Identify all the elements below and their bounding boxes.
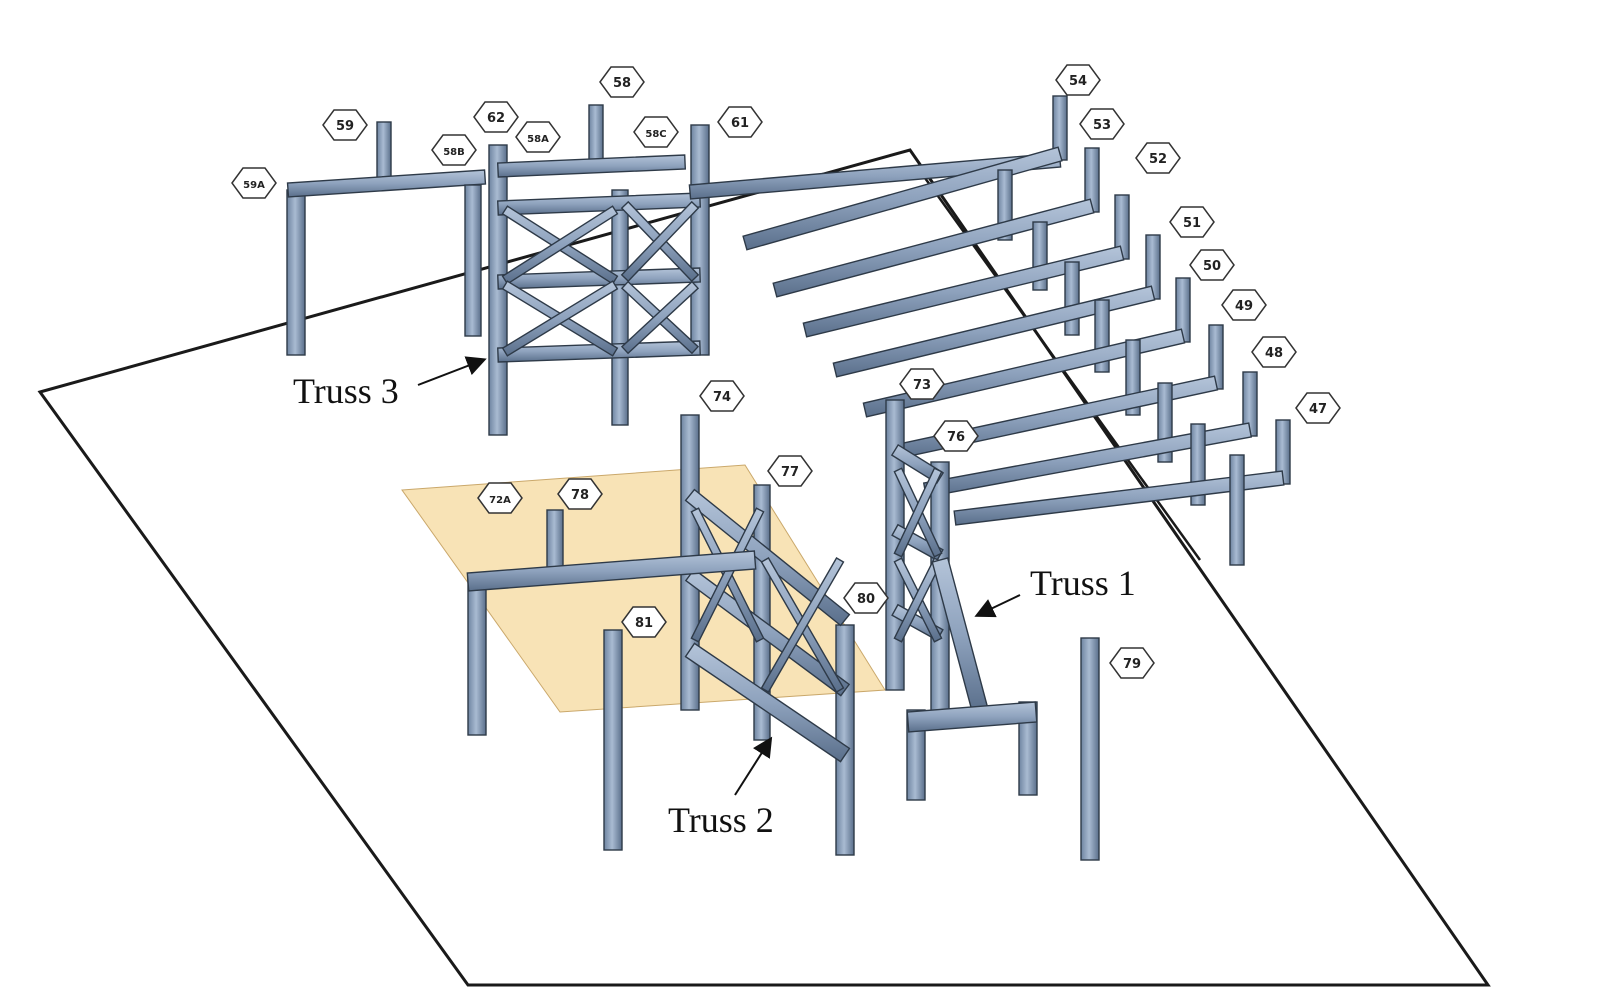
bench-top [906,701,1038,733]
cantilever-hanger-2 [1064,261,1080,336]
node-label-80: 80 [843,582,889,614]
truss-1-callout: Truss 1 [1030,563,1136,603]
node-label-text: 58A [527,134,549,145]
node-label-49: 49 [1221,289,1267,321]
column-58b-support [464,184,482,337]
cantilever-arm-2 [802,245,1125,338]
brace-truss-3 [620,200,700,283]
beam-truss-1 [890,443,945,485]
node-label-text: 74 [713,390,731,405]
column-61 [690,124,710,356]
beam-truss-3-upper [496,192,702,216]
cantilever-arm-3 [832,285,1156,378]
node-label-53: 53 [1079,108,1125,140]
brace-truss-3 [620,280,700,355]
node-label-58a: 58A [515,121,561,153]
brace-truss-1 [893,467,943,558]
node-label-text: 77 [781,465,799,480]
node-label-text: 58C [645,129,666,140]
node-label-52: 52 [1135,142,1181,174]
node-label-62: 62 [473,101,519,133]
node-label-text: 51 [1183,216,1201,231]
node-label-47: 47 [1295,392,1341,424]
cantilever-arm-4 [862,328,1186,418]
brace-truss-2 [760,557,845,693]
bench-leg-left [906,709,926,801]
column-81 [603,629,623,851]
node-label-text: 81 [635,616,653,631]
node-label-78: 78 [557,478,603,510]
node-label-text: 62 [487,111,505,126]
cantilever-arm-1 [772,198,1095,298]
brace-truss-1 [893,557,943,643]
node-label-text: 49 [1235,299,1253,314]
node-label-text: 58 [613,76,631,91]
cantilever-arm-7 [953,470,1285,526]
brace-truss-3 [501,205,619,285]
steel-members [286,95,1291,861]
column-frame-left [467,574,487,736]
node-label-text: 80 [857,592,875,607]
node-label-74: 74 [699,380,745,412]
cantilever-hanger-7 [1229,454,1245,566]
node-label-text: 58B [443,147,465,158]
column-79 [1080,637,1100,861]
node-label-text: 79 [1123,657,1141,672]
node-label-text: 53 [1093,118,1111,133]
truss-2-arrow [734,736,773,796]
truss-2-callout: Truss 2 [668,800,774,840]
node-label-text: 76 [947,430,965,445]
node-label-58b: 58B [431,134,477,166]
node-label-text: 54 [1069,74,1087,89]
node-label-79: 79 [1109,647,1155,679]
truss-3-arrow [417,356,487,386]
column-truss-3-mid [611,189,629,426]
node-label-81: 81 [621,606,667,638]
node-label-54: 54 [1055,64,1101,96]
node-label-text: 48 [1265,346,1283,361]
beam-truss-2-bottom [684,642,851,763]
node-label-text: 72A [489,495,511,506]
node-label-text: 47 [1309,402,1327,417]
node-label-61: 61 [717,106,763,138]
beam-truss-3-top [496,154,687,178]
node-label-text: 73 [913,378,931,393]
node-label-48: 48 [1251,336,1297,368]
beam-truss-2-top [684,488,851,627]
node-label-72a: 72A [477,482,523,514]
beam-truss-3-mid [497,267,701,290]
beam-72a-frame [466,550,757,592]
brace-truss-3 [501,280,619,357]
node-label-77: 77 [767,455,813,487]
node-label-text: 61 [731,116,749,131]
node-label-59: 59 [322,109,368,141]
truss-3-callout: Truss 3 [293,371,399,411]
node-label-50: 50 [1189,249,1235,281]
beam-59a-frame [286,169,487,198]
node-label-text: 59A [243,180,265,191]
beam-truss-3-bottom [497,340,701,363]
cantilever-arm-0 [742,146,1063,251]
truss-1-arrow [974,594,1021,618]
column-80 [835,624,855,856]
column-59a [286,189,306,356]
node-label-51: 51 [1169,206,1215,238]
node-label-text: 52 [1149,152,1167,167]
node-label-text: 59 [336,119,354,134]
node-label-58: 58 [599,66,645,98]
node-label-59a: 59A [231,167,277,199]
node-label-76: 76 [933,420,979,452]
node-label-73: 73 [899,368,945,400]
node-label-text: 78 [571,488,589,503]
node-label-text: 50 [1203,259,1221,274]
node-label-58c: 58C [633,116,679,148]
node-labels: 59A 59 62 58B 58A 58 58C 61 54 53 52 51 50 49 48 47 74 73… [231,64,1341,679]
